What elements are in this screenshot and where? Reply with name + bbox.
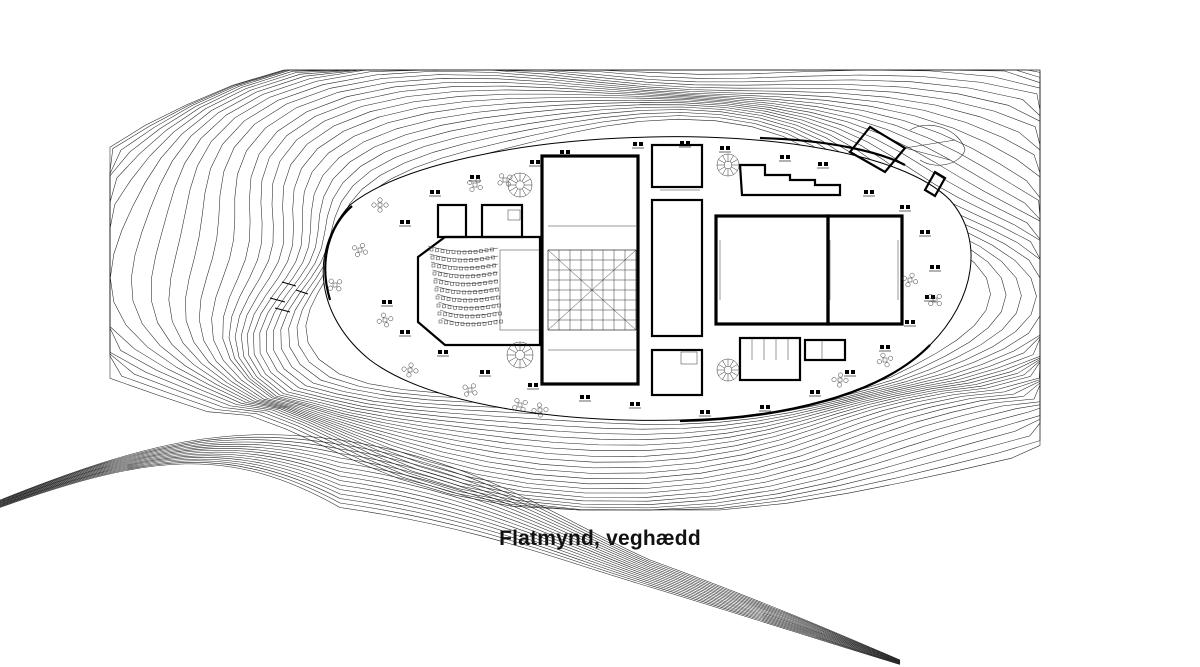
halls <box>714 214 904 326</box>
furniture-icon <box>381 141 941 417</box>
stage-grid <box>547 249 637 331</box>
lower-terrain-band <box>0 434 901 665</box>
stepped-wall <box>738 163 842 197</box>
north-arrow-icon <box>269 281 309 313</box>
building-outline <box>322 136 972 423</box>
toilet-block <box>738 336 847 382</box>
tree-icon <box>327 173 942 418</box>
drawing-caption: Flatmynd, veghædd <box>499 527 701 550</box>
stair-icon <box>506 153 740 382</box>
auditorium-seating <box>427 245 503 327</box>
terrain-contours <box>109 69 1041 511</box>
stage-block <box>540 154 640 386</box>
small-rooms-upper <box>436 203 524 239</box>
service-rooms <box>650 143 704 397</box>
